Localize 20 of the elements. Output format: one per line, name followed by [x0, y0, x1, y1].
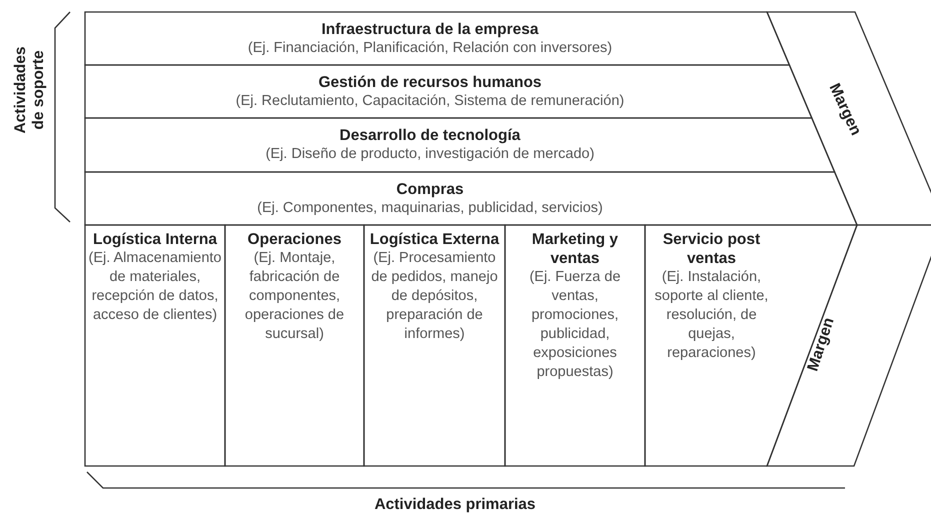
activity-examples: (Ej. Fuerza de ventas, promociones, publicidad, exposiciones propuestas) — [528, 268, 622, 382]
activity-examples: (Ej. Diseño de producto, investigación de mercado) — [266, 145, 594, 164]
activity-title: Marketing y ventas — [530, 230, 620, 268]
activity-title: Infraestructura de la empresa — [321, 20, 539, 38]
group-label: Actividades primarias — [373, 496, 537, 514]
activity-title: Gestión de recursos humanos — [318, 72, 542, 92]
activity-examples: (Ej. Reclutamiento, Capacitación, Sistema de remuneración) — [236, 92, 624, 110]
activity-title: Operaciones — [248, 230, 342, 249]
activity-examples: (Ej. Procesamiento de pedidos, manejo de depósitos, preparación de informes) — [370, 249, 499, 344]
activity-examples: (Ej. Componentes, maquinarias, publicidad, servicios) — [257, 198, 603, 218]
activity-title: Desarrollo de tecnología — [340, 126, 520, 145]
activity-examples: (Ej. Montaje, fabricación de componentes, operaciones de sucursal) — [244, 249, 346, 344]
activity-examples: (Ej. Almacenamiento de materiales, recepción de datos, acceso de clientes) — [88, 249, 222, 325]
activity-title: Servicio post ventas — [662, 230, 762, 268]
activity-examples: (Ej. Financiación, Planificación, Relación con inversores) — [248, 38, 612, 58]
group-label: Actividades de soporte — [12, 46, 48, 136]
activity-title: Compras — [396, 180, 464, 198]
activity-title: Logística Externa — [370, 230, 500, 249]
activity-examples: (Ej. Instalación, soporte al cliente, resolución, de quejas, reparaciones) — [654, 268, 770, 363]
activity-title: Logística Interna — [92, 230, 218, 249]
